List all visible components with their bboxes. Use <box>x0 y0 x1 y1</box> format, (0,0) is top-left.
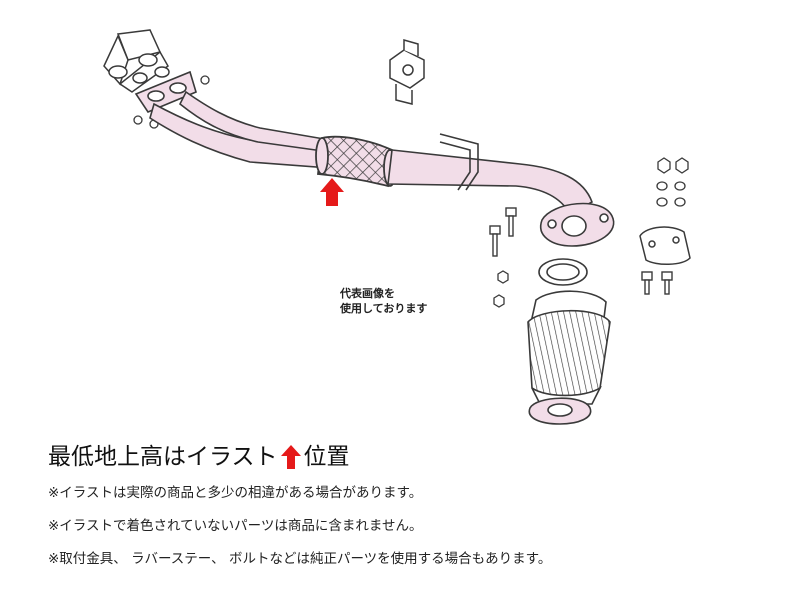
exhaust-pipe-illustration <box>103 29 691 425</box>
note-item: ※取付金具、 ラバーステー、 ボルトなどは純正パーツを使用する場合もあります。 <box>48 551 552 567</box>
bolts <box>489 207 673 295</box>
disclaimer-notes: ※イラストは実際の商品と多少の相違がある場合があります。 ※イラストで着色されて… <box>48 484 551 583</box>
gasket-plate <box>639 226 691 265</box>
front-flange <box>134 70 197 113</box>
note-item: ※イラストは実際の商品と多少の相違がある場合があります。 <box>48 485 423 501</box>
hardware-right <box>656 157 689 207</box>
mid-pipe <box>387 149 593 216</box>
ground-clearance-arrow-icon <box>320 178 344 206</box>
flex-section <box>315 135 397 188</box>
gasket-ring <box>538 258 588 286</box>
bellows-section <box>527 290 611 425</box>
heading-text-after: 位置 <box>303 444 350 470</box>
representative-image-note: 代表画像を 使用しております <box>340 287 428 315</box>
engine-bracket <box>103 29 170 93</box>
nuts-center <box>493 270 509 308</box>
rubber-hanger <box>389 39 425 105</box>
red-up-arrow-icon <box>280 445 301 469</box>
heading-text-before: 最低地上高はイラスト <box>48 444 278 470</box>
hanger-rod <box>439 133 479 191</box>
front-pipe <box>149 90 331 169</box>
rear-flange <box>539 202 615 247</box>
note-item: ※イラストで着色されていないパーツは商品に含まれません。 <box>48 518 423 534</box>
ground-clearance-heading: 最低地上高はイラスト 位置 <box>48 440 350 474</box>
